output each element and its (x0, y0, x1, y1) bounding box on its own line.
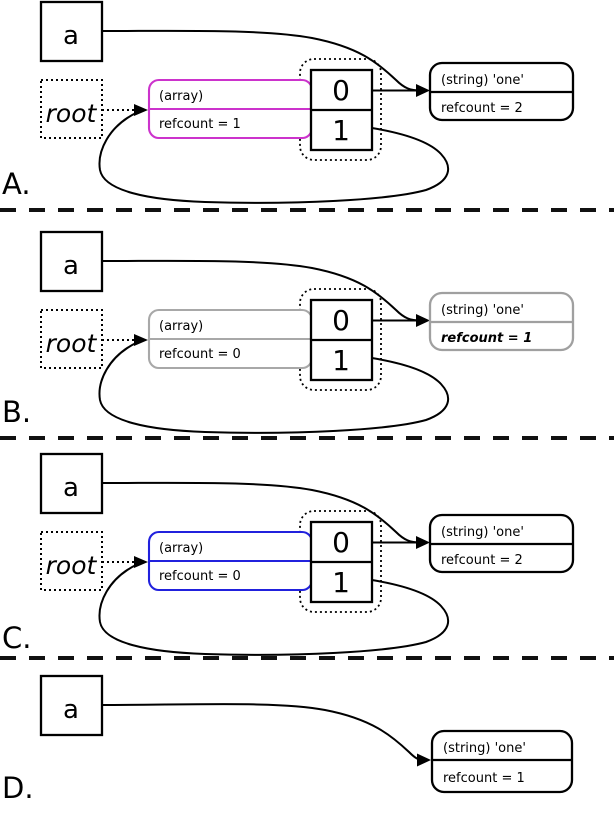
array-title: (array) (159, 319, 203, 334)
cycle-arrow (98, 563, 450, 656)
panel-label: B. (2, 395, 31, 429)
string-title: (string) 'one' (441, 73, 524, 88)
var-box (39, 0, 104, 63)
array-refcount: refcount = 0 (159, 569, 241, 584)
root-label: root (46, 99, 98, 128)
cell1-label: 1 (332, 566, 350, 599)
string-refcount: refcount = 1 (443, 771, 525, 786)
cell1-label: 1 (332, 114, 350, 147)
string-arrowhead-icon (416, 314, 430, 327)
string-arrowhead-icon (416, 84, 430, 97)
panel-label: C. (2, 621, 31, 655)
var-box (39, 452, 104, 515)
root-box (40, 531, 103, 591)
panel-a: a root (array) refcount = 1 0 1 (string)… (2, 0, 575, 204)
array-refcount: refcount = 0 (159, 347, 241, 362)
array-refcount: refcount = 1 (159, 117, 241, 132)
panel-label: D. (2, 771, 34, 805)
var-to-string-arrow (101, 259, 422, 322)
cycle-arrow (98, 341, 450, 434)
array-title: (array) (159, 89, 203, 104)
string-arrowhead-icon (417, 753, 431, 767)
panel-label: A. (2, 167, 31, 201)
string-refcount: refcount = 2 (441, 553, 523, 568)
string-title: (string) 'one' (443, 741, 526, 756)
root-label: root (46, 551, 98, 580)
panel-d: a (string) 'one' refcount = 1 D. (2, 674, 574, 805)
cell0-label: 0 (332, 74, 350, 107)
var-label: a (63, 251, 79, 281)
var-to-string-arrow (101, 29, 422, 92)
root-box (40, 309, 103, 369)
var-to-string-arrow (101, 481, 422, 544)
var-box (39, 674, 104, 737)
string-refcount: refcount = 1 (441, 331, 532, 346)
string-refcount: refcount = 2 (441, 101, 523, 116)
cell1-label: 1 (332, 344, 350, 377)
panel-b: a root (array) refcount = 0 0 1 (string)… (2, 230, 575, 434)
string-title: (string) 'one' (441, 525, 524, 540)
panel-c: a root (array) refcount = 0 0 1 (string)… (2, 452, 575, 656)
array-arrowhead-icon (134, 334, 148, 346)
cycle-arrow (98, 111, 450, 204)
array-title: (array) (159, 541, 203, 556)
root-label: root (46, 329, 98, 358)
string-arrowhead-icon (416, 536, 430, 549)
array-arrowhead-icon (134, 556, 148, 568)
cell0-label: 0 (332, 304, 350, 337)
var-label: a (63, 695, 79, 725)
cell0-label: 0 (332, 526, 350, 559)
var-to-string-arrow (101, 703, 425, 761)
var-box (39, 230, 104, 293)
var-label: a (63, 473, 79, 503)
root-box (40, 79, 103, 139)
string-box (430, 729, 574, 794)
array-arrowhead-icon (134, 104, 148, 116)
var-label: a (63, 21, 79, 51)
string-title: (string) 'one' (441, 303, 524, 318)
